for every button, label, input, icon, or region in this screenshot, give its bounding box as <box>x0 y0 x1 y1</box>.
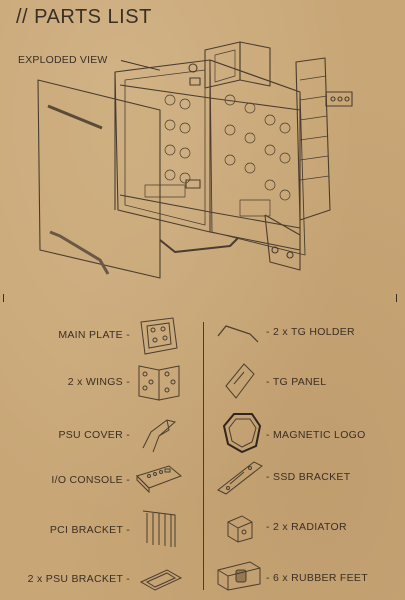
part-label: MAIN PLATE <box>58 329 123 341</box>
part-label: SSD BRACKET <box>273 471 351 483</box>
ssd-bracket-icon <box>214 458 266 498</box>
tg-panel-drawing <box>37 79 161 279</box>
part-ssd-bracket: - SSD BRACKET <box>266 471 351 483</box>
part-pci-bracket: PCI BRACKET - <box>49 524 130 536</box>
psu-bracket-drawing <box>159 237 239 253</box>
part-magnetic-logo: - MAGNETIC LOGO <box>266 429 366 441</box>
page-title: // PARTS LIST <box>16 6 152 28</box>
part-label: 2 x RADIATOR <box>273 521 347 533</box>
rubber-feet-icon <box>214 556 266 592</box>
part-tg-panel: - TG PANEL <box>266 376 327 388</box>
wings-icon <box>135 362 183 404</box>
main-plate-icon <box>137 316 181 356</box>
part-label: PSU COVER <box>58 429 123 441</box>
io-console-drawing <box>325 91 353 107</box>
psu-bracket-icon <box>137 560 185 594</box>
exploded-view-diagram <box>37 41 353 279</box>
tg-holder-icon <box>214 318 262 346</box>
part-tg-holder: - 2 x TG HOLDER <box>266 326 355 338</box>
part-io-console: I/O CONSOLE - <box>51 474 130 486</box>
pci-bracket-drawing <box>295 57 331 221</box>
part-main-plate: MAIN PLATE - <box>58 329 130 341</box>
part-label: 6 x RUBBER FEET <box>273 572 368 584</box>
crop-mark-left <box>3 294 4 302</box>
crop-mark-right <box>396 294 397 302</box>
column-divider <box>203 322 204 590</box>
io-console-icon <box>133 460 185 496</box>
psu-cover-icon <box>137 412 181 454</box>
pci-bracket-icon <box>137 507 181 551</box>
part-radiator: - 2 x RADIATOR <box>266 521 347 533</box>
part-label: TG PANEL <box>272 376 327 388</box>
magnetic-logo-icon <box>222 410 262 454</box>
part-psu-bracket: 2 x PSU BRACKET - <box>27 573 130 585</box>
part-label: 2 x TG HOLDER <box>273 326 355 338</box>
part-wings: 2 x WINGS - <box>67 376 130 388</box>
radiator-icon <box>222 510 258 546</box>
part-label: PCI BRACKET <box>49 524 123 536</box>
part-psu-cover: PSU COVER - <box>58 429 130 441</box>
part-label: 2 x PSU BRACKET <box>27 573 123 585</box>
tg-holder-drawing <box>49 230 110 275</box>
part-label: I/O CONSOLE <box>51 474 123 486</box>
part-rubber-feet: - 6 x RUBBER FEET <box>266 572 368 584</box>
exploded-view-label: EXPLODED VIEW <box>18 54 108 66</box>
part-label: MAGNETIC LOGO <box>273 429 366 441</box>
tg-panel-icon <box>222 360 258 402</box>
part-label: 2 x WINGS <box>67 376 123 388</box>
